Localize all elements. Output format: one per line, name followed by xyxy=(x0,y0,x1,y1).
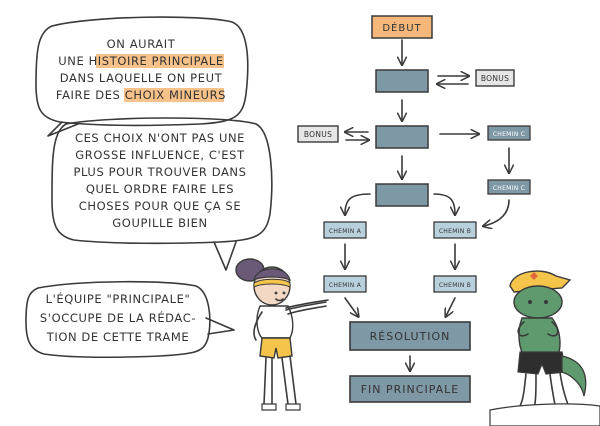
green-creature-character xyxy=(489,270,600,426)
node-chemin-a-1 xyxy=(323,221,367,239)
arrow-step3-to-chemin-a xyxy=(345,193,371,214)
node-chemin-b-1 xyxy=(433,221,477,239)
node-resolution-label: RÉSOLUTION xyxy=(370,330,451,343)
node-chemin-b-1-label: CHEMIN B xyxy=(439,228,471,235)
bubble-middle-line-3: PLUS POUR TROUVER DANS xyxy=(73,165,246,179)
speech-bubble-middle: CES CHOIX N'ONT PAS UNE GROSSE INFLUENCE… xyxy=(51,117,273,271)
speech-bubble-top: ON AURAIT UNE HISTOIRE PRINCIPALE DANS L… xyxy=(35,16,249,137)
highlight-choix xyxy=(124,88,224,102)
node-chemin-a-2-label: CHEMIN A xyxy=(329,282,362,289)
node-bonus-left-label: BONUS xyxy=(304,130,332,139)
bubble-middle-line-4: QUEL ORDRE FAIRE LES xyxy=(86,182,234,196)
girl-character xyxy=(235,258,329,411)
node-step-2 xyxy=(375,125,429,149)
speech-bubble-bottom: L'ÉQUIPE "PRINCIPALE" S'OCCUPE DE LA RÉD… xyxy=(25,280,235,359)
node-end-label: FIN PRINCIPALE xyxy=(361,383,460,396)
node-chemin-a-2 xyxy=(323,275,367,293)
bubble-middle-line-1: CES CHOIX N'ONT PAS UNE xyxy=(75,131,245,145)
bubble-middle-line-2: GROSSE INFLUENCE, C'EST xyxy=(75,148,245,162)
arrow-chemin-b-to-resolution xyxy=(446,297,456,316)
node-bonus-right xyxy=(475,69,515,87)
node-bonus-left xyxy=(297,125,339,143)
node-chemin-b-2 xyxy=(433,275,477,293)
bubble-top-line-3: DANS LAQUELLE ON PEUT xyxy=(60,71,223,85)
flowchart: DÉBUT BONUS BONUS CHEMIN C CHEMIN C CHEM… xyxy=(297,15,531,403)
node-resolution xyxy=(349,321,471,351)
arrow-step3-to-chemin-b xyxy=(433,193,455,214)
node-start-label: DÉBUT xyxy=(382,21,421,34)
node-chemin-c-1-label: CHEMIN C xyxy=(493,131,525,138)
node-step-3 xyxy=(375,183,429,207)
highlight-histoire xyxy=(96,54,224,68)
arrow-chemin-a-to-resolution xyxy=(344,297,358,316)
bubble-middle-lines: CES CHOIX N'ONT PAS UNE GROSSE INFLUENCE… xyxy=(73,131,246,230)
node-chemin-c-1 xyxy=(487,125,531,141)
flowchart-arrows xyxy=(344,39,510,370)
node-bonus-right-label: BONUS xyxy=(481,74,509,83)
bubble-bottom-line-2: S'OCCUPE DE LA RÉDAC- xyxy=(40,310,196,325)
bubble-top-line-4: FAIRE DES CHOIX MINEURS xyxy=(56,88,226,102)
node-chemin-a-1-label: CHEMIN A xyxy=(329,228,362,235)
bubble-middle-line-6: GOUPILLE BIEN xyxy=(112,216,207,230)
node-end xyxy=(349,375,471,403)
bubble-bottom-line-3: TION DE CETTE TRAME xyxy=(46,330,190,344)
node-chemin-b-2-label: CHEMIN B xyxy=(439,282,471,289)
node-chemin-c-2 xyxy=(487,179,531,195)
arrow-chemin-c-to-chemin-b xyxy=(484,199,510,226)
node-chemin-c-2-label: CHEMIN C xyxy=(493,185,525,192)
bubble-middle-line-5: CHOSES POUR QUE ÇA SE xyxy=(79,199,241,213)
bubble-top-line-1: ON AURAIT xyxy=(107,37,176,51)
bubble-bottom-line-1: L'ÉQUIPE "PRINCIPALE" xyxy=(46,291,191,306)
bubble-top-line-2: UNE HISTOIRE PRINCIPALE xyxy=(58,54,224,68)
node-start xyxy=(371,15,433,39)
node-step-1 xyxy=(375,69,429,93)
